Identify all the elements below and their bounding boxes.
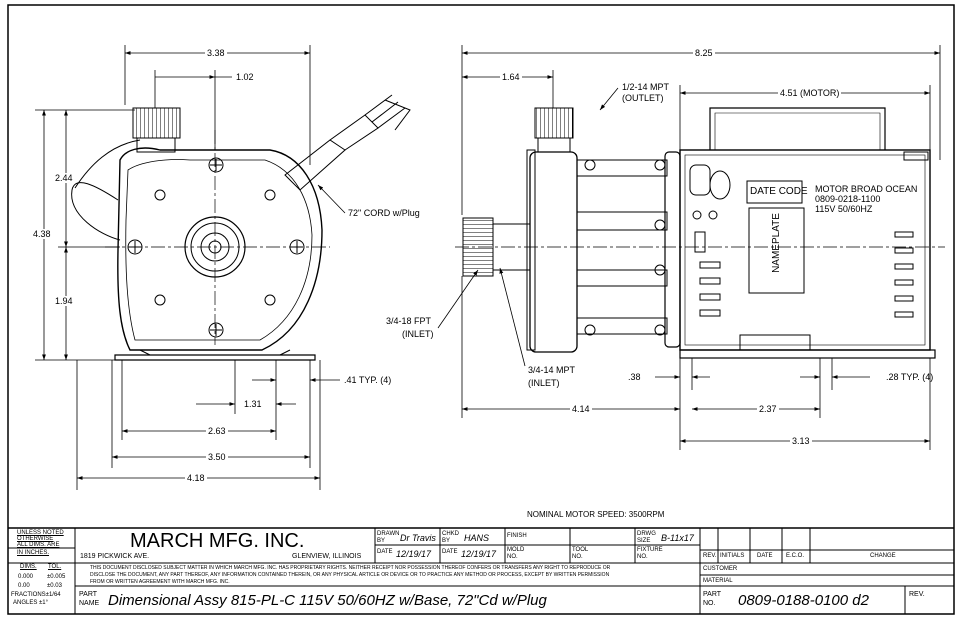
outlet-thread-callout: 1/2-14 MPT bbox=[622, 82, 670, 92]
company-name: MARCH MFG. INC. bbox=[130, 530, 305, 552]
fixture-no-label: FIXTURE NO. bbox=[637, 547, 663, 560]
motor-info-line1: MOTOR BROAD OCEAN bbox=[815, 184, 918, 194]
drwg-size-value: B-11x17 bbox=[661, 533, 694, 543]
motor-info-line2: 0809-0218-1100 bbox=[815, 194, 881, 204]
dim-4-14: 4.14 bbox=[570, 404, 592, 414]
motor-speed-note: NOMINAL MOTOR SPEED: 3500RPM bbox=[527, 510, 665, 519]
inlet-mpt-label: (INLET) bbox=[528, 378, 560, 388]
rev-header-initials: INITIALS bbox=[720, 553, 745, 559]
tol-header-tol: TOL. bbox=[48, 564, 62, 570]
date-code-label: DATE CODE bbox=[750, 186, 808, 197]
rev-header-date: DATE bbox=[757, 553, 773, 559]
tol-row1-dim: 0.000 bbox=[18, 574, 34, 580]
company-city: GLENVIEW, ILLINOIS bbox=[292, 553, 362, 560]
dim-28-typ: .28 TYP. (4) bbox=[886, 372, 934, 382]
drawn-by-label: DRAWN BY bbox=[377, 531, 400, 544]
inlet-fpt-label: (INLET) bbox=[402, 329, 434, 339]
side-view-dimensions bbox=[437, 45, 941, 450]
dim-1-64: 1.64 bbox=[500, 72, 522, 82]
dim-2-37: 2.37 bbox=[757, 404, 779, 414]
company-address: 1819 PICKWICK AVE. bbox=[80, 553, 150, 560]
tol-row2-dim: 0.00 bbox=[18, 583, 30, 589]
sheet-border bbox=[7, 4, 955, 615]
tol-row2-tol: ±0.03 bbox=[47, 583, 62, 589]
dim-0-38: .38 bbox=[628, 372, 641, 382]
unless-noted-1: UNLESS NOTED bbox=[17, 530, 64, 536]
nameplate-label: NAMEPLATE bbox=[771, 213, 782, 273]
side-view bbox=[455, 107, 945, 359]
dim-41-typ: .41 TYP. (4) bbox=[344, 375, 392, 385]
tol-header-dims: DIMS. bbox=[20, 564, 37, 570]
date-drawn-label: DATE bbox=[377, 549, 393, 555]
drawn-by-value: Dr Travis bbox=[400, 533, 436, 543]
chkd-by-value: HANS bbox=[464, 533, 490, 543]
disclaimer-line3: FROM OR WRITTEN AGREEMENT WITH MARCH MFG… bbox=[90, 579, 230, 585]
dim-8-25: 8.25 bbox=[693, 48, 715, 58]
motor-info-line3: 115V 50/60HZ bbox=[815, 204, 873, 214]
dim-3-38: 3.38 bbox=[205, 48, 227, 58]
dim-3-50: 3.50 bbox=[206, 452, 228, 462]
dim-4-38: 4.38 bbox=[33, 229, 51, 239]
rev-header-eco: E.C.O. bbox=[786, 553, 805, 559]
date-chkd-value: 12/19/17 bbox=[461, 549, 497, 559]
front-view bbox=[71, 94, 411, 361]
dim-3-13: 3.13 bbox=[790, 436, 812, 446]
dim-1-02: 1.02 bbox=[236, 72, 254, 82]
rev-header-change: CHANGE bbox=[870, 553, 896, 559]
finish-label: FINISH bbox=[507, 533, 527, 539]
date-chkd-label: DATE bbox=[442, 549, 458, 555]
date-drawn-value: 12/19/17 bbox=[396, 549, 432, 559]
fractions-tolerance: FRACTIONS±1/64 bbox=[11, 592, 61, 598]
unless-noted-4: IN INCHES. bbox=[17, 550, 50, 556]
drwg-size-label: DRWG SIZE bbox=[637, 531, 656, 544]
tool-no-label: TOOL NO. bbox=[572, 547, 589, 560]
customer-label: CUSTOMER bbox=[703, 566, 738, 572]
inlet-mpt-callout: 3/4-14 MPT bbox=[528, 365, 576, 375]
front-view-dimensions bbox=[35, 45, 346, 490]
part-name-value: Dimensional Assy 815-PL-C 115V 50/60HZ w… bbox=[108, 592, 547, 609]
disclaimer-line1: THIS DOCUMENT DISCLOSED SUBJECT MATTER I… bbox=[90, 565, 611, 571]
outlet-label: (OUTLET) bbox=[622, 93, 664, 103]
dim-1-94: 1.94 bbox=[55, 296, 73, 306]
dim-2-44: 2.44 bbox=[55, 173, 73, 183]
disclaimer-line2: DISCLOSE THE DOCUMENT, ANY PART THEREOF,… bbox=[90, 572, 610, 578]
mold-no-label: MOLD NO. bbox=[507, 547, 525, 560]
inlet-fpt-callout: 3/4-18 FPT bbox=[386, 316, 432, 326]
rev-header-rev: REV. bbox=[703, 553, 717, 559]
cord-callout: 72" CORD w/Plug bbox=[348, 208, 420, 218]
unless-noted-2: OTHERWISE bbox=[17, 536, 54, 542]
tol-row1-tol: ±0.005 bbox=[47, 574, 66, 580]
material-label: MATERIAL bbox=[703, 578, 733, 584]
unless-noted-3: ALL DIMS. ARE bbox=[17, 542, 60, 548]
title-block-grid bbox=[8, 527, 954, 614]
dim-2-63: 2.63 bbox=[206, 426, 228, 436]
angles-tolerance: ANGLES ±1° bbox=[13, 600, 49, 606]
part-no-value: 0809-0188-0100 d2 bbox=[738, 592, 869, 609]
dim-4-18: 4.18 bbox=[185, 473, 207, 483]
rev-label: REV. bbox=[909, 591, 925, 598]
chkd-by-label: CHKD BY bbox=[442, 531, 460, 544]
dim-4-51-motor: 4.51 (MOTOR) bbox=[778, 88, 842, 98]
dim-1-31: 1.31 bbox=[244, 399, 262, 409]
part-name-label: PART NAME bbox=[79, 591, 100, 607]
part-no-label: PART NO. bbox=[703, 591, 721, 607]
